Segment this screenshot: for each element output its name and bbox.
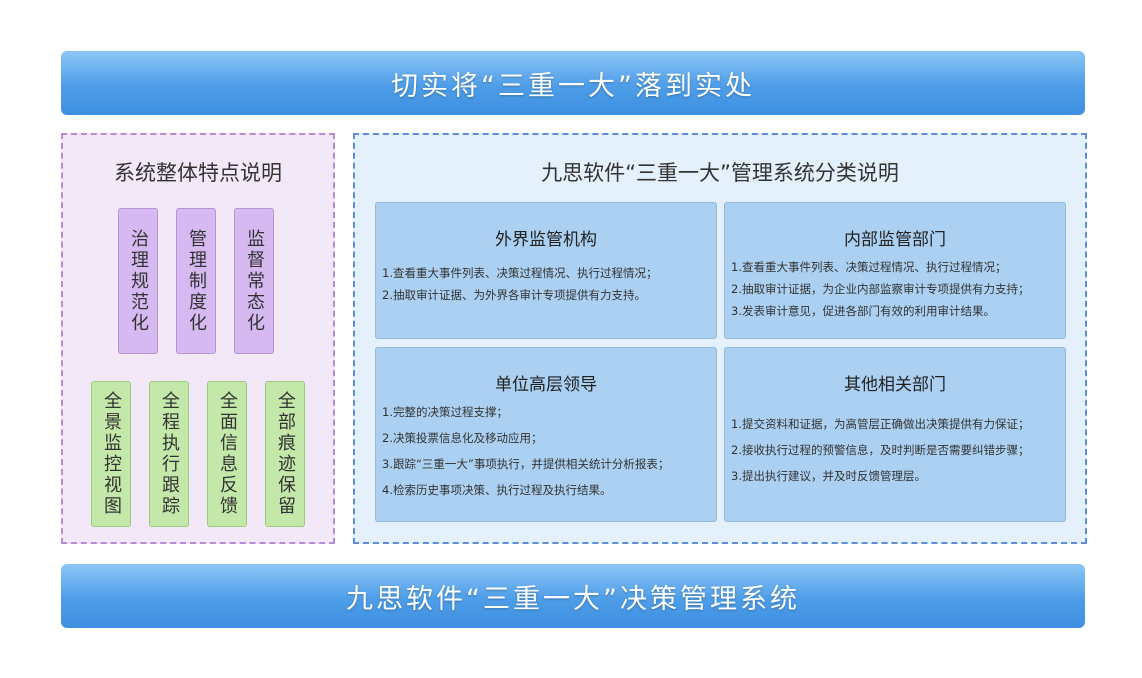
- card-title: 其他相关部门: [844, 375, 946, 395]
- card-item: 1.完整的决策过程支撑；: [382, 405, 508, 419]
- feature-box: 管理制度化: [176, 208, 216, 354]
- card-item: 3.提出执行建议，并及时反馈管理层。: [731, 469, 926, 483]
- card-item: 4.检索历史事项决策、执行过程及执行结果。: [382, 483, 612, 497]
- card-item: 2.接收执行过程的预警信息，及时判断是否需要纠错步骤；: [731, 443, 1030, 457]
- categories-title: 九思软件“三重一大”管理系统分类说明: [541, 161, 899, 185]
- feature-box: 全部痕迹保留: [265, 381, 305, 527]
- card-title: 内部监管部门: [844, 230, 946, 250]
- categories-panel: 九思软件“三重一大”管理系统分类说明 外界监管机构 1.查看重大事件列表、决策过…: [353, 133, 1087, 544]
- bottom-banner: 九思软件“三重一大”决策管理系统: [61, 564, 1085, 628]
- card-internal-supervision: 内部监管部门 1.查看重大事件列表、决策过程情况、执行过程情况； 2.抽取审计证…: [724, 202, 1066, 339]
- card-title: 外界监管机构: [495, 230, 597, 250]
- top-banner: 切实将“三重一大”落到实处: [61, 51, 1085, 115]
- card-item: 2.决策投票信息化及移动应用；: [382, 431, 543, 445]
- feature-box: 全程执行跟踪: [149, 381, 189, 527]
- card-other-departments: 其他相关部门 1.提交资料和证据，为高管层正确做出决策提供有力保证； 2.接收执…: [724, 347, 1066, 522]
- card-item: 3.跟踪“三重一大”事项执行，并提供相关统计分析报表；: [382, 457, 670, 471]
- card-item: 1.查看重大事件列表、决策过程情况、执行过程情况；: [731, 260, 1007, 274]
- card-item: 1.查看重大事件列表、决策过程情况、执行过程情况；: [382, 266, 658, 280]
- card-item: 2.抽取审计证据，为企业内部监察审计专项提供有力支持；: [731, 282, 1030, 296]
- card-item: 2.抽取审计证据、为外界各审计专项提供有力支持。: [382, 288, 646, 302]
- card-item: 1.提交资料和证据，为高管层正确做出决策提供有力保证；: [731, 417, 1030, 431]
- features-title: 系统整体特点说明: [114, 161, 282, 185]
- card-title: 单位高层领导: [495, 375, 597, 395]
- features-panel: 系统整体特点说明 治理规范化 管理制度化 监督常态化 全景监控视图 全程执行跟踪…: [61, 133, 335, 544]
- feature-box: 治理规范化: [118, 208, 158, 354]
- feature-box: 全景监控视图: [91, 381, 131, 527]
- card-senior-leadership: 单位高层领导 1.完整的决策过程支撑； 2.决策投票信息化及移动应用； 3.跟踪…: [375, 347, 717, 522]
- card-external-supervision: 外界监管机构 1.查看重大事件列表、决策过程情况、执行过程情况； 2.抽取审计证…: [375, 202, 717, 339]
- feature-box: 全面信息反馈: [207, 381, 247, 527]
- feature-box: 监督常态化: [234, 208, 274, 354]
- card-item: 3.发表审计意见，促进各部门有效的利用审计结果。: [731, 304, 995, 318]
